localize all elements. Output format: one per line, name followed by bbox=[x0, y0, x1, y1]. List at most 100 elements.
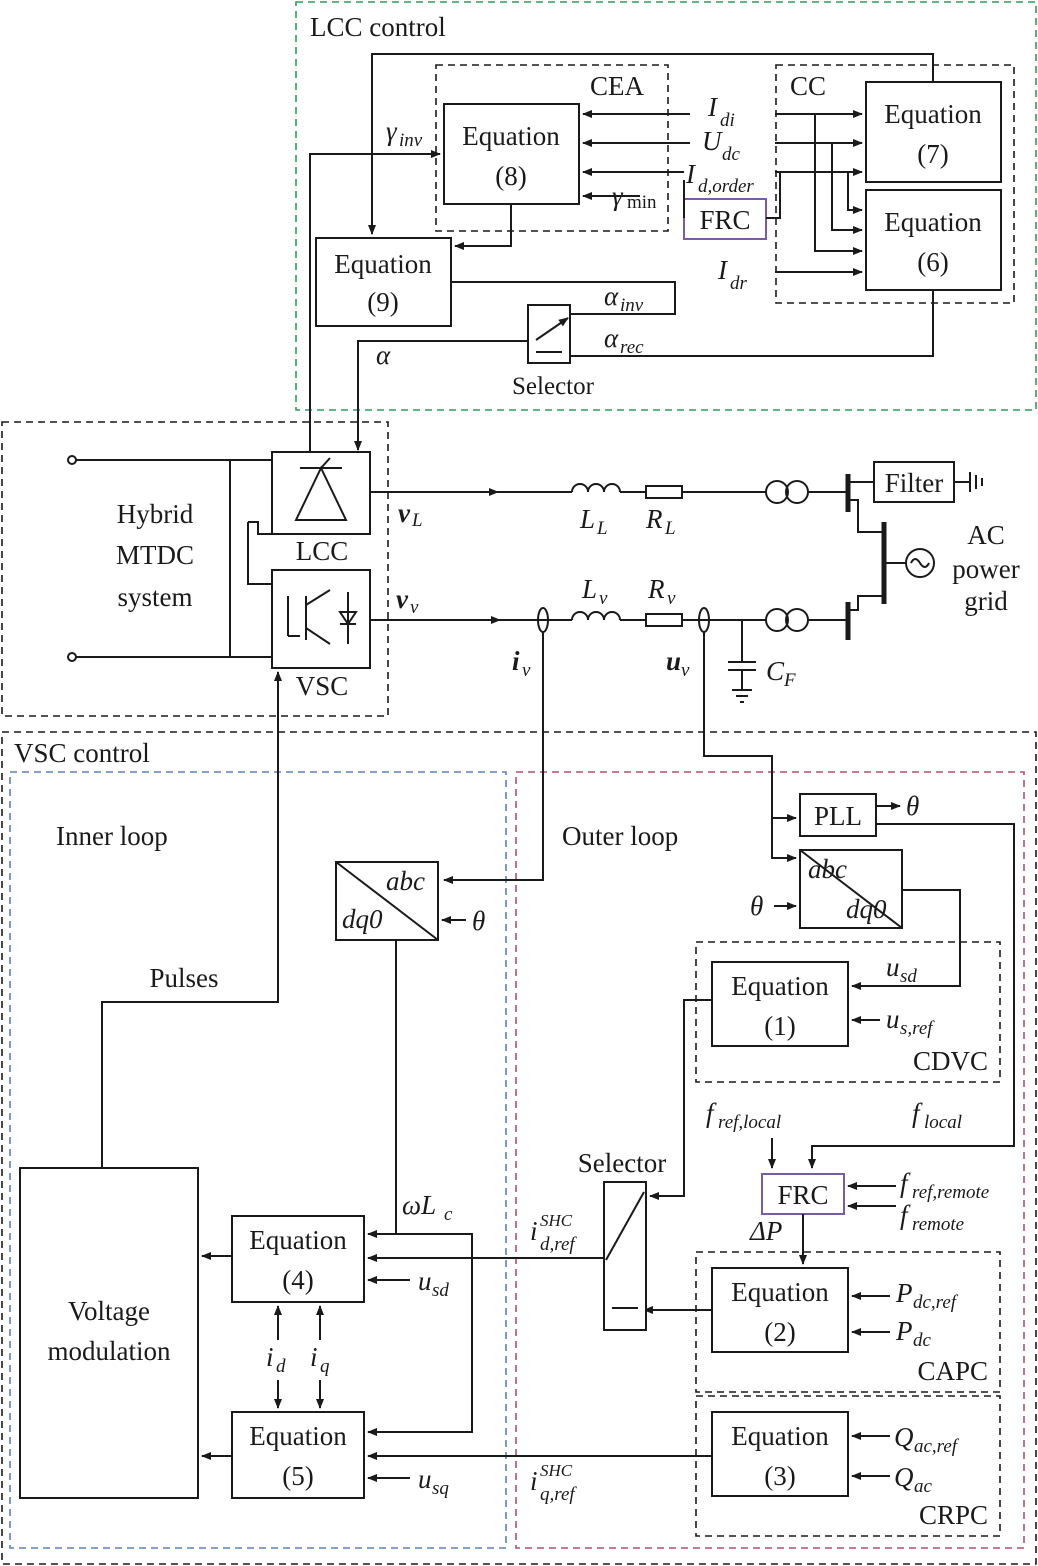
fremote-sub: remote bbox=[912, 1214, 964, 1235]
equation-3-number: (3) bbox=[764, 1461, 795, 1491]
vsc-control-frame bbox=[1, 731, 1037, 1565]
capc-label: CAPC bbox=[917, 1356, 988, 1386]
fref-remote-sub: ref,remote bbox=[912, 1182, 989, 1203]
equation-5-block bbox=[231, 1411, 365, 1499]
capc-frame bbox=[695, 1251, 1001, 1393]
equation-4-title: Equation bbox=[249, 1225, 347, 1255]
cdvc-frame bbox=[695, 941, 1001, 1083]
equation-6-number: (6) bbox=[917, 247, 948, 277]
frc-lcc-block bbox=[683, 198, 767, 240]
equation-8-title: Equation bbox=[462, 121, 560, 151]
idref-sub: d,ref bbox=[540, 1234, 577, 1255]
omega-lc-sub: c bbox=[444, 1204, 453, 1225]
fref-local-sub: ref,local bbox=[718, 1112, 781, 1133]
equation-5-number: (5) bbox=[282, 1461, 313, 1491]
voltage-modulation-block bbox=[19, 1167, 199, 1499]
iv-label: i bbox=[512, 646, 520, 676]
ac-grid-label-2: power bbox=[952, 554, 1019, 584]
pll-label: PLL bbox=[814, 801, 862, 831]
usref-sub: s,ref bbox=[900, 1018, 935, 1039]
qacref-sub: ac,ref bbox=[914, 1436, 960, 1457]
vl-sub: L bbox=[411, 510, 423, 531]
vsc-selector-label: Selector bbox=[578, 1148, 666, 1178]
abc-outer-label: abc bbox=[808, 854, 847, 884]
filter-label: Filter bbox=[885, 468, 944, 498]
iv-sub: v bbox=[522, 660, 531, 681]
usq-sub: sq bbox=[432, 1478, 449, 1499]
hybrid-label-1: Hybrid bbox=[117, 499, 194, 529]
theta-pll-label: θ bbox=[906, 791, 919, 821]
vsc-selector bbox=[603, 1181, 647, 1331]
equation-3-block bbox=[711, 1411, 849, 1497]
qacref-label: Q bbox=[894, 1422, 914, 1452]
equation-9-number: (9) bbox=[367, 287, 398, 317]
ac-source-icon bbox=[905, 548, 935, 578]
qac-sub: ac bbox=[914, 1476, 933, 1497]
inner-loop-label: Inner loop bbox=[56, 821, 168, 851]
equation-7-title: Equation bbox=[884, 99, 982, 129]
filter-block bbox=[873, 461, 955, 503]
delta-p-label: ΔP bbox=[749, 1216, 782, 1246]
alpha-rec-label: α bbox=[604, 323, 619, 353]
alpha-inv-sub: inv bbox=[620, 295, 644, 316]
equation-7-block bbox=[865, 81, 1002, 183]
usd-inner-label: u bbox=[418, 1266, 432, 1296]
rl-label: R bbox=[645, 504, 663, 534]
theta-inner-label: θ bbox=[472, 906, 485, 936]
equation-7-number: (7) bbox=[917, 139, 948, 169]
ll-sub: L bbox=[596, 518, 608, 539]
gamma-min-label: γ bbox=[612, 181, 624, 211]
gamma-inv-sub: inv bbox=[399, 130, 423, 151]
equation-8-block bbox=[443, 103, 580, 205]
idorder-sub: d,order bbox=[698, 176, 754, 197]
iq-label: i bbox=[310, 1342, 318, 1372]
outer-loop-frame bbox=[515, 771, 1025, 1549]
idorder-label: I bbox=[685, 159, 697, 189]
equation-1-number: (1) bbox=[764, 1011, 795, 1041]
lcc-control-label: LCC control bbox=[310, 12, 446, 42]
vv-sub: v bbox=[410, 597, 419, 618]
equation-4-block bbox=[231, 1215, 365, 1303]
flocal-sub: local bbox=[924, 1112, 962, 1133]
idi-label: I bbox=[707, 92, 719, 122]
usd-cdvc-label: u bbox=[886, 952, 900, 982]
crpc-label: CRPC bbox=[919, 1500, 988, 1530]
cdvc-label: CDVC bbox=[913, 1046, 988, 1076]
pdc-label: P bbox=[895, 1316, 913, 1346]
alpha-label: α bbox=[376, 340, 391, 370]
idi-sub: di bbox=[720, 110, 735, 131]
outer-loop-label: Outer loop bbox=[562, 821, 678, 851]
alpha-rec-sub: rec bbox=[620, 337, 644, 358]
vsc-control-label: VSC control bbox=[14, 738, 150, 768]
flocal-label: f bbox=[912, 1098, 923, 1128]
dc-terminal-bottom bbox=[67, 652, 77, 662]
lv-label: L bbox=[581, 574, 597, 604]
vv-label: v bbox=[396, 584, 409, 614]
lcc-converter bbox=[271, 451, 371, 535]
pdcref-sub: dc,ref bbox=[913, 1292, 959, 1313]
frc-vsc-block bbox=[761, 1173, 845, 1215]
pdcref-label: P bbox=[895, 1278, 913, 1308]
rv-sub: v bbox=[667, 588, 676, 609]
rl-sub: L bbox=[664, 518, 676, 539]
iqref-label: i bbox=[530, 1466, 538, 1496]
iqref-sub: q,ref bbox=[540, 1484, 577, 1505]
lcc-control-frame bbox=[295, 1, 1037, 411]
equation-9-block bbox=[315, 237, 452, 327]
omega-lc-label: ωL bbox=[402, 1190, 436, 1220]
udc-label: U bbox=[702, 126, 723, 156]
voltage-modulation-title-1: Voltage bbox=[68, 1296, 150, 1326]
frc-lcc-label: FRC bbox=[699, 205, 750, 235]
voltage-modulation-title-2: modulation bbox=[48, 1336, 171, 1366]
uv-label: u bbox=[666, 646, 681, 676]
cea-frame bbox=[435, 64, 669, 232]
vl-label: v bbox=[398, 498, 411, 528]
lcc-label: LCC bbox=[296, 536, 349, 566]
udc-sub: dc bbox=[722, 144, 741, 165]
equation-4-number: (4) bbox=[282, 1265, 313, 1295]
cf-sub: F bbox=[783, 670, 796, 691]
iq-sub: q bbox=[320, 1356, 330, 1377]
idr-label: I bbox=[717, 255, 729, 285]
usd-cdvc-sub: sd bbox=[900, 966, 917, 987]
alpha-inv-label: α bbox=[604, 281, 619, 311]
